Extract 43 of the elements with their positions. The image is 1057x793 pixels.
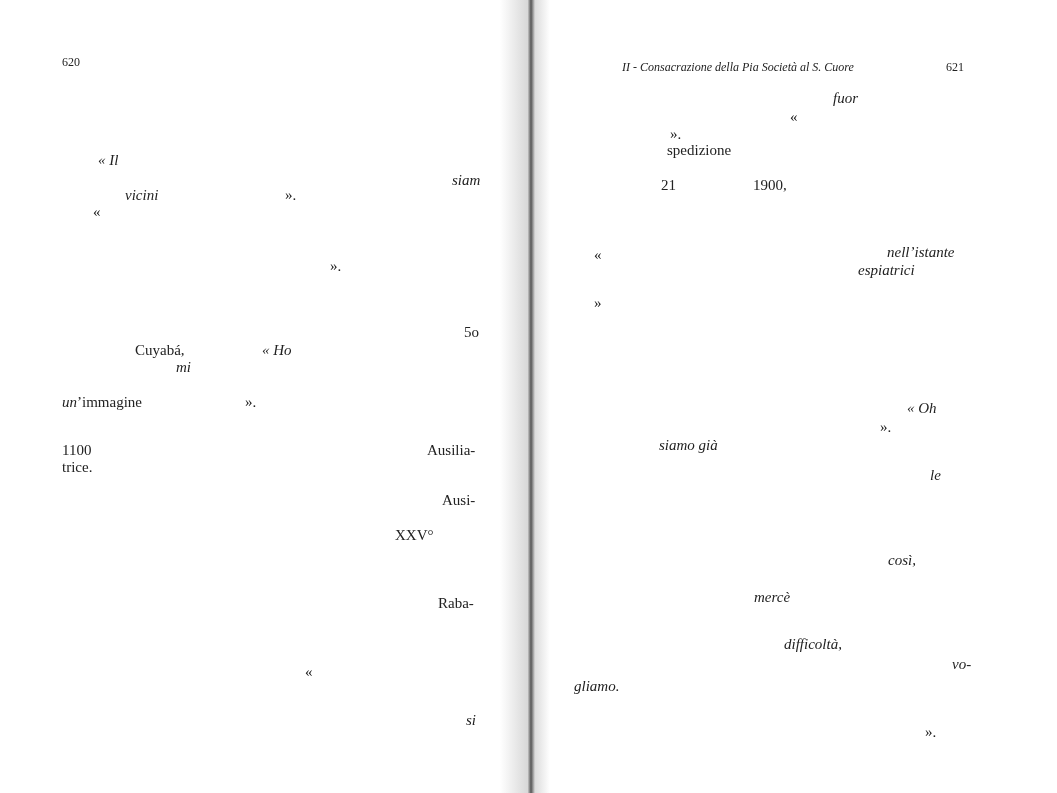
text-fragment: 1900, <box>753 177 787 194</box>
text-fragment: XXV° <box>395 527 434 544</box>
text-fragment: difficoltà, <box>784 636 842 653</box>
text-fragment: « <box>93 204 101 221</box>
text-fragment: » <box>594 295 602 312</box>
text-fragment: mercè <box>754 589 791 606</box>
text-fragment: le <box>930 467 941 484</box>
running-header: II - Consacrazione della Pia Società al S. Cuore <box>622 59 854 76</box>
text-fragment: ». <box>245 394 257 411</box>
page-number: 621 <box>946 59 964 76</box>
text-fragment: così, <box>888 552 916 569</box>
text-fragment: 1100 <box>62 442 92 459</box>
text-fragment: « <box>790 109 798 126</box>
text-fragment: ». <box>330 258 342 275</box>
text-fragment: Cuyabá, <box>135 342 185 359</box>
text-fragment: mi <box>176 359 191 376</box>
text-fragment: siamo già <box>659 437 718 454</box>
page-number: 620 <box>62 54 80 71</box>
text-fragment: « Ho <box>262 342 292 359</box>
text-fragment: ». <box>670 126 682 143</box>
text-fragment: « Oh <box>907 400 937 417</box>
text-fragment: espiatrici <box>858 262 915 279</box>
text-fragment: « <box>305 664 313 681</box>
text-fragment: ». <box>880 419 892 436</box>
text-fragment: un’immagine <box>62 394 142 411</box>
text-fragment: spedizione <box>667 142 732 159</box>
text-fragment: 21 <box>661 177 676 194</box>
text-fragment: Ausi- <box>442 492 476 509</box>
text-fragment: « Il <box>98 152 119 169</box>
text-fragment: trice. <box>62 459 93 476</box>
text-fragment: Raba- <box>438 595 474 612</box>
text-fragment: vo- <box>952 656 972 673</box>
text-fragment: ». <box>285 187 297 204</box>
text-fragment: vicini <box>125 187 159 204</box>
text-fragment: gliamo. <box>574 678 620 695</box>
text-fragment: Ausilia- <box>427 442 476 459</box>
text-fragment: siam <box>452 172 481 189</box>
text-fragment: fuor <box>833 90 858 107</box>
text-fragment: nell’istante <box>887 244 955 261</box>
text-fragment: ». <box>925 724 937 741</box>
text-fragment: 5o <box>464 324 479 341</box>
text-fragment: si <box>466 712 476 729</box>
text-fragment: « <box>594 247 602 264</box>
